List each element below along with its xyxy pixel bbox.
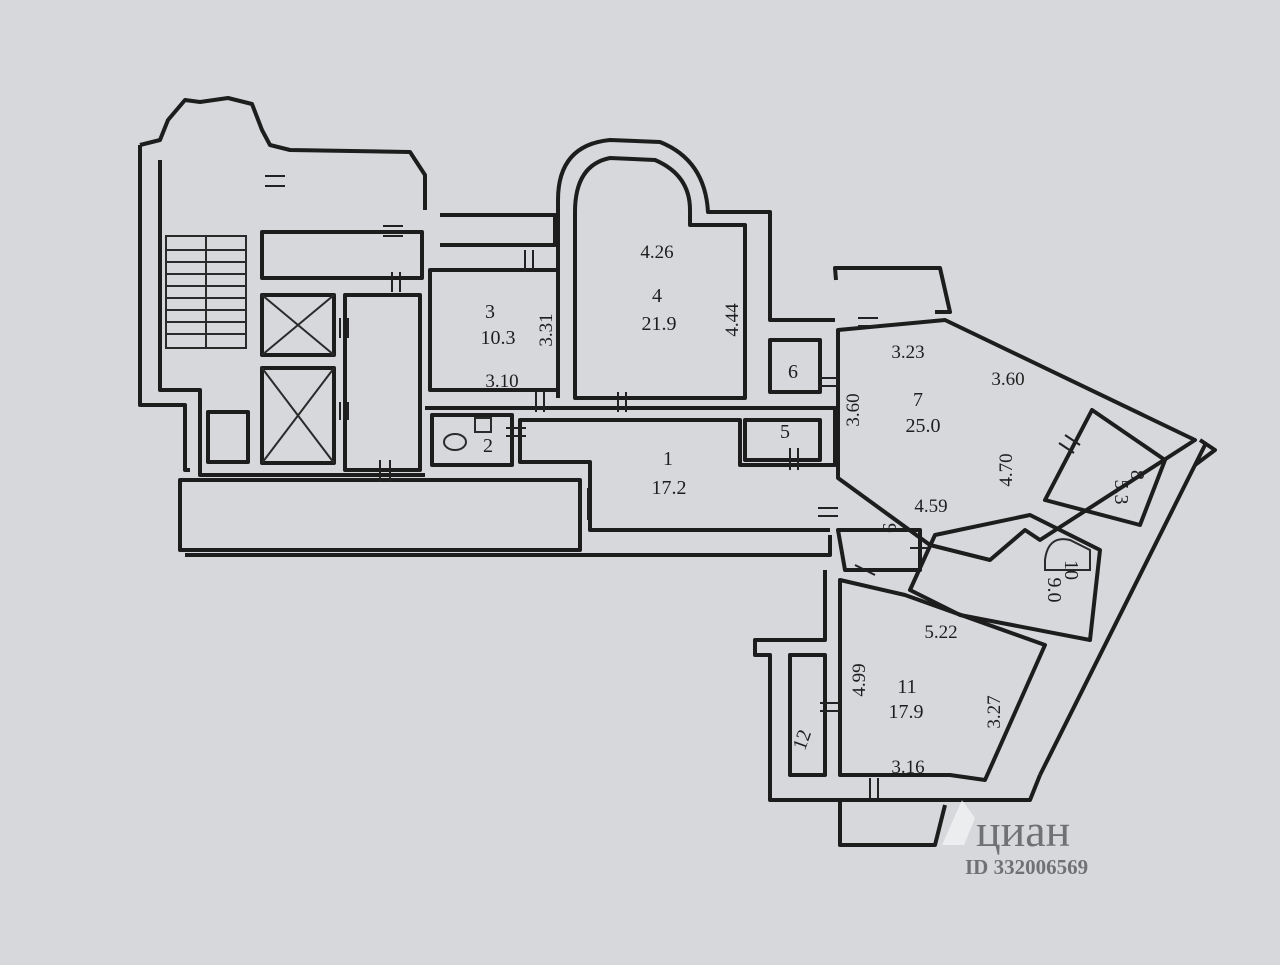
cian-logo-icon (942, 800, 975, 845)
dim-room3-height: 3.31 (536, 313, 557, 346)
room-9 (836, 528, 922, 572)
room-4-area: 21.9 (642, 313, 677, 335)
dim-room7-left: 3.60 (843, 393, 864, 426)
room-2-number: 2 (483, 435, 493, 457)
room-8 (1043, 408, 1217, 527)
room-3-area: 10.3 (481, 327, 516, 349)
watermark: циан ID 332006569 (942, 800, 1088, 879)
room-7 (833, 266, 1197, 562)
room-1 (425, 406, 837, 532)
room-7-number: 7 (913, 389, 923, 411)
dim-room7-right: 4.70 (996, 453, 1017, 486)
stair-treads (166, 236, 246, 348)
dim-room3-width: 3.10 (485, 371, 518, 392)
room-12-number: 12 (789, 727, 817, 753)
room-4 (440, 138, 835, 400)
dim-room7-top-right: 3.60 (991, 369, 1024, 390)
dim-room11-right: 3.27 (984, 695, 1005, 728)
dim-room4-height: 4.44 (722, 303, 743, 337)
dimension-labels: 3.31 3.10 4.26 4.44 3.23 3.60 3.60 4.70 … (485, 242, 1024, 778)
dim-room4-width: 4.26 (640, 242, 673, 263)
room-4-number: 4 (652, 285, 662, 307)
room-1-number: 1 (663, 448, 673, 470)
dim-room11-bottom: 3.16 (891, 757, 924, 778)
room-10-area: 9.0 (1043, 578, 1065, 603)
room-1-area: 17.2 (652, 477, 687, 499)
room-2 (430, 413, 514, 467)
watermark-brand: циан (976, 805, 1070, 856)
room-7-area: 25.0 (906, 415, 941, 437)
room-10-number: 10 (1060, 560, 1082, 580)
room-11-number: 11 (897, 676, 916, 698)
dim-room10-top: 5.22 (924, 622, 957, 643)
room-5-number: 5 (780, 421, 790, 443)
room-8-number: 8 (1126, 470, 1148, 480)
dim-room7-top: 3.23 (891, 342, 924, 363)
dim-room11-left: 4.99 (849, 663, 870, 696)
room-8-area: 5.3 (1110, 480, 1132, 505)
stair-elevator-core (138, 96, 832, 557)
window-marks (265, 175, 1081, 798)
room-6-number: 6 (788, 361, 798, 383)
room-9-number: 9 (878, 523, 900, 533)
dim-room7-bottom: 4.59 (914, 496, 947, 517)
room-11-area: 17.9 (889, 701, 924, 723)
watermark-id: ID 332006569 (965, 855, 1088, 879)
room-6 (768, 338, 822, 394)
room-3-number: 3 (485, 301, 495, 323)
room-10 (908, 513, 1102, 642)
room-12 (788, 653, 827, 777)
room-11 (753, 444, 1207, 847)
